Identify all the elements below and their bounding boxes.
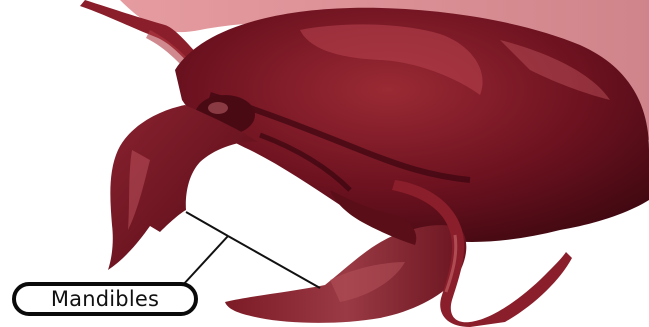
pointer-line-main: [228, 236, 320, 288]
mandibles-label: Mandibles: [12, 282, 198, 316]
eye-shine: [208, 102, 228, 114]
pointer-line-left: [186, 212, 228, 236]
mandibles-label-text: Mandibles: [51, 289, 159, 310]
pointer-line-down: [182, 236, 228, 286]
